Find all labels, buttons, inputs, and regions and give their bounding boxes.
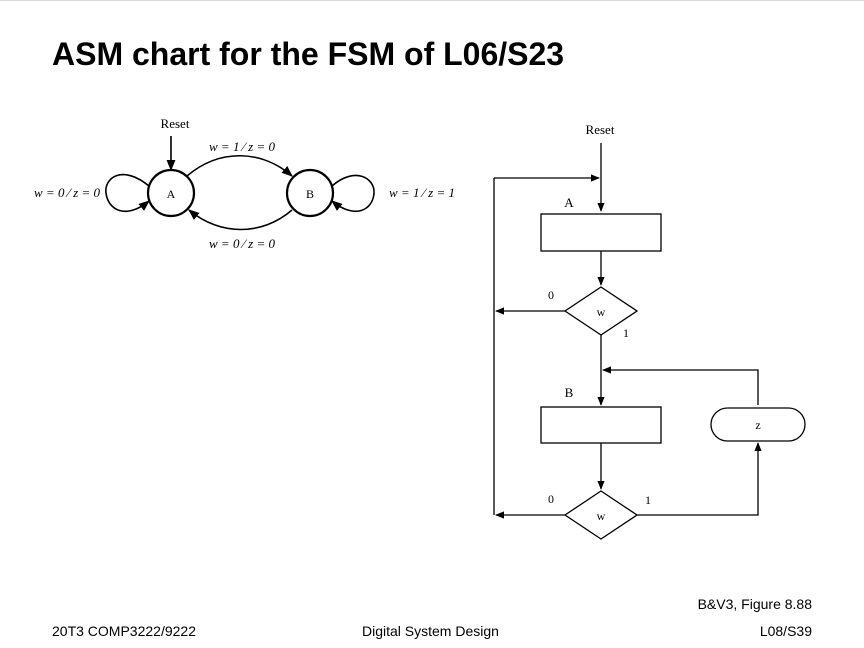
footer-page-number: L08/S39: [759, 623, 812, 639]
footer-subject: Digital System Design: [362, 623, 499, 639]
transition-a-to-b-label: w = 1 ⁄ z = 0: [209, 139, 275, 154]
state-diagram: Reset A w = 0 ⁄ z = 0 B w = 1 ⁄ z = 1 w …: [34, 116, 455, 251]
asm-state-b-box: [540, 406, 662, 444]
asm-decision-2: [563, 490, 639, 540]
fsm-reset-label: Reset: [161, 116, 190, 131]
asm-decision-1-true-label: 1: [623, 326, 629, 340]
asm-decision-2-false-label: 0: [548, 492, 554, 506]
asm-z-return-arrow: [602, 366, 759, 405]
asm-state-a-label: A: [564, 195, 574, 210]
state-a-self-loop: [105, 173, 150, 212]
asm-state-b-label: B: [565, 385, 574, 400]
state-b-label: B: [306, 187, 314, 201]
state-a-node: [146, 168, 196, 218]
asm-decision-2-var: w: [597, 509, 606, 523]
transition-a-to-b: [186, 154, 293, 177]
asm-chart: Reset A w 0 1 B z w 0 1: [493, 122, 806, 540]
top-border: [0, 0, 864, 1]
transition-b-to-a-label: w = 0 ⁄ z = 0: [209, 236, 275, 251]
footer-course: 20T3 COMP3222/9222: [52, 623, 196, 639]
asm-reset-label: Reset: [586, 122, 615, 137]
asm-conditional-output-label: z: [755, 418, 760, 432]
state-a-label: A: [167, 187, 176, 201]
slide-title: ASM chart for the FSM of L06/S23: [52, 36, 565, 72]
asm-state-a-box: [540, 213, 662, 252]
asm-decision-1-var: w: [597, 305, 606, 319]
asm-decision-1-false-label: 0: [548, 288, 554, 302]
state-a-loop-label: w = 0 ⁄ z = 0: [34, 185, 100, 200]
state-b-node: [285, 168, 335, 218]
state-b-self-loop: [331, 174, 375, 212]
transition-b-to-a: [188, 209, 293, 231]
asm-decision-2-true-label: 1: [645, 493, 651, 507]
figure-citation: B&V3, Figure 8.88: [697, 596, 812, 612]
state-b-loop-label: w = 1 ⁄ z = 1: [389, 185, 455, 200]
asm-conditional-output-box: [710, 407, 806, 442]
asm-decision-2-true-arrow: [637, 442, 762, 516]
